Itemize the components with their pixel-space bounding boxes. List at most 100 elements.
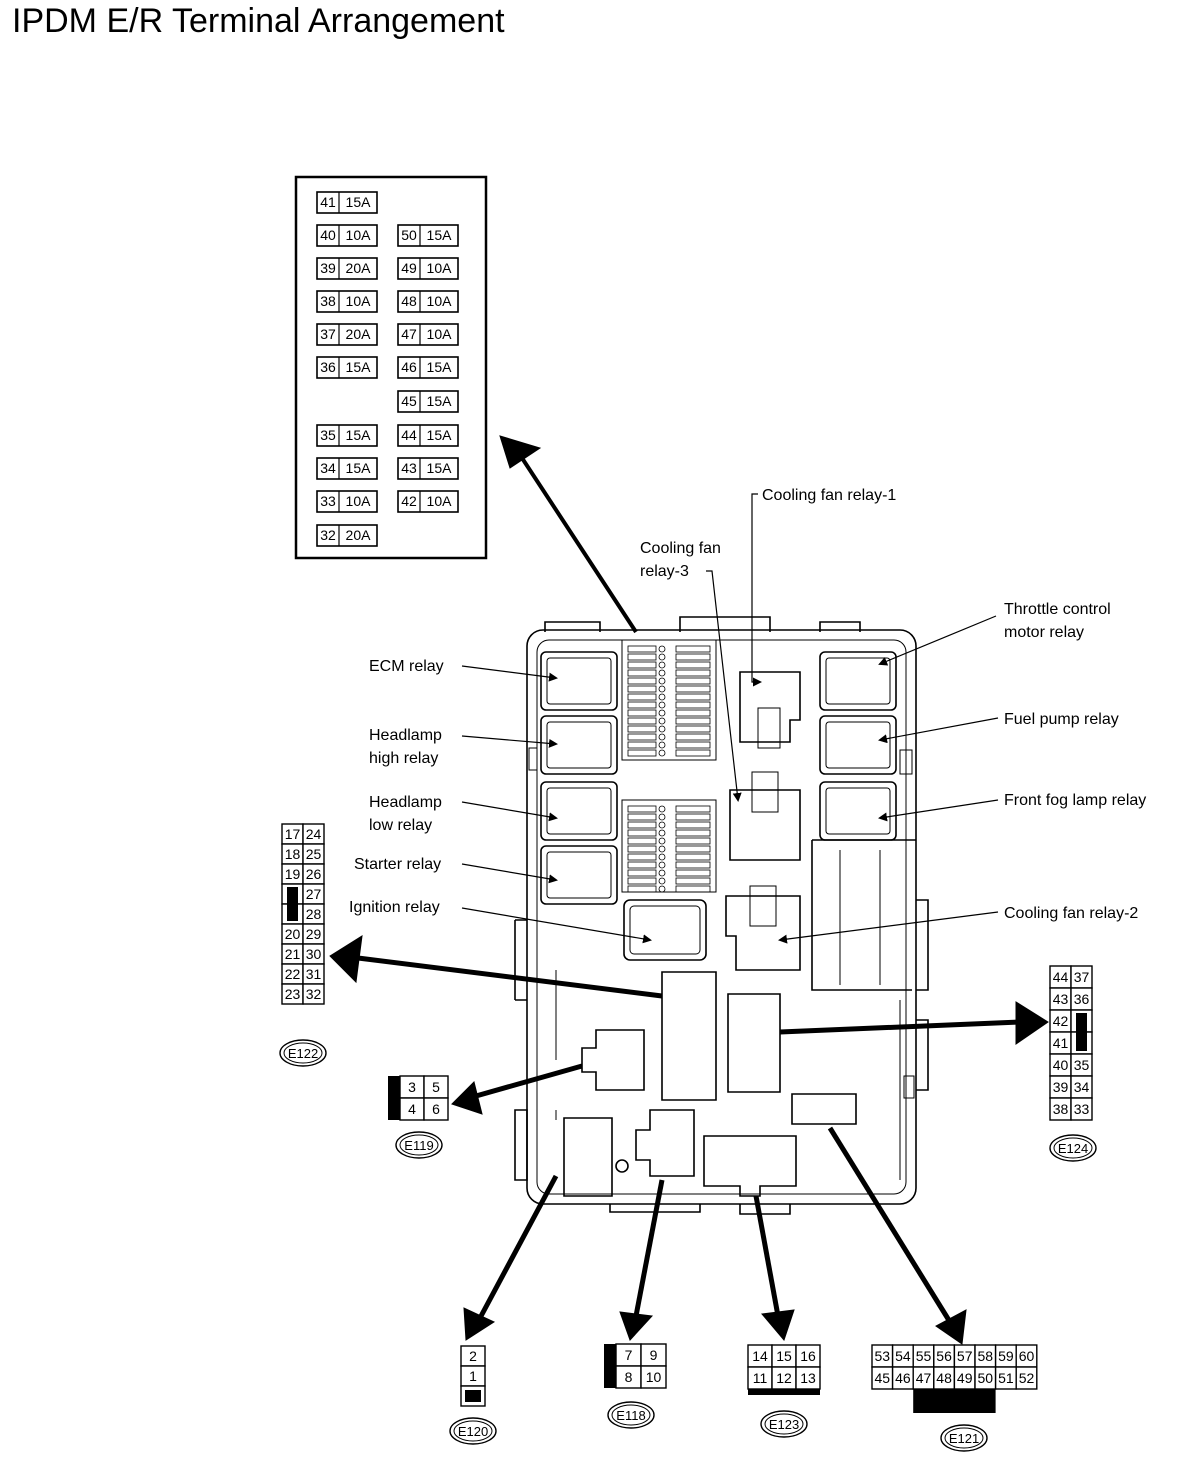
fuse-number: 43 xyxy=(401,460,417,476)
fuse-amperage: 10A xyxy=(346,493,372,509)
pin-number: 15 xyxy=(776,1348,792,1364)
connector-id-badge: E124 xyxy=(1049,1134,1097,1162)
headlamp-low-relay-label-line1: Headlamp xyxy=(369,794,442,811)
fuse-amperage: 10A xyxy=(427,260,453,276)
pin-number: 33 xyxy=(1074,1101,1090,1117)
pin-number: 1 xyxy=(469,1368,477,1384)
pin-number: 13 xyxy=(800,1370,816,1386)
pin-number: 16 xyxy=(800,1348,816,1364)
pin-number: 49 xyxy=(957,1370,973,1386)
relay-icon xyxy=(819,715,897,775)
pin-number: 5 xyxy=(432,1079,440,1095)
relay-icon xyxy=(540,781,618,841)
fuse-amperage: 10A xyxy=(427,293,453,309)
pin-number: 32 xyxy=(306,986,322,1002)
fuse-amperage: 20A xyxy=(346,260,372,276)
pin-number: 42 xyxy=(1053,1013,1069,1029)
fuse-amperage: 15A xyxy=(427,460,453,476)
fuse-amperage: 15A xyxy=(427,359,453,375)
connector-id-badge: E120 xyxy=(449,1417,497,1445)
pin-number: 7 xyxy=(625,1347,633,1363)
pin-number: 21 xyxy=(285,946,301,962)
pin-number: 8 xyxy=(625,1369,633,1385)
pin-number: 50 xyxy=(978,1370,994,1386)
fuse-amperage: 15A xyxy=(346,194,372,210)
pin-number: 60 xyxy=(1019,1348,1035,1364)
fuse-icon: 37 20A xyxy=(316,323,378,346)
pin-number: 59 xyxy=(998,1348,1014,1364)
pin-number: 56 xyxy=(936,1348,952,1364)
connector-id: E124 xyxy=(1058,1141,1088,1156)
fuse-icon: 35 15A xyxy=(316,424,378,447)
fuse-amperage: 15A xyxy=(427,393,453,409)
pin-number: 19 xyxy=(285,866,301,882)
fuse-number: 49 xyxy=(401,260,417,276)
relay-icon xyxy=(819,781,897,841)
connector-id: E118 xyxy=(616,1408,645,1423)
pin-number: 24 xyxy=(306,826,322,842)
connector-id-badge: E123 xyxy=(760,1410,808,1438)
fuse-number: 39 xyxy=(320,260,336,276)
pin-number: 6 xyxy=(432,1101,440,1117)
pin-number: 41 xyxy=(1053,1035,1069,1051)
pin-number: 17 xyxy=(285,826,301,842)
page-title: IPDM E/R Terminal Arrangement xyxy=(12,2,505,40)
ipdm-housing-icon xyxy=(514,616,929,1215)
fuse-number: 50 xyxy=(401,227,417,243)
pointer-arrow-icon xyxy=(329,435,1049,1345)
connector-id: E122 xyxy=(288,1046,318,1061)
pin-number: 52 xyxy=(1019,1370,1035,1386)
fuse-amperage: 15A xyxy=(346,427,372,443)
fuse-number: 40 xyxy=(320,227,336,243)
fuse-number: 37 xyxy=(320,326,336,342)
relay-icon xyxy=(540,845,618,905)
fuse-icon: 43 15A xyxy=(397,457,459,480)
connector-id: E121 xyxy=(949,1431,979,1446)
fuse-amperage: 10A xyxy=(427,493,453,509)
fuse-number: 44 xyxy=(401,427,417,443)
fuse-amperage: 15A xyxy=(427,427,453,443)
fuse-number: 47 xyxy=(401,326,417,342)
fuse-icon: 33 10A xyxy=(316,490,378,513)
connector-id-badge: E121 xyxy=(940,1424,988,1452)
pin-number: 53 xyxy=(875,1348,891,1364)
fuse-amperage: 10A xyxy=(346,293,372,309)
pin-number: 9 xyxy=(650,1347,658,1363)
pin-number: 38 xyxy=(1053,1101,1069,1117)
fuse-amperage: 20A xyxy=(346,326,372,342)
pin-number: 58 xyxy=(978,1348,994,1364)
pin-number: 39 xyxy=(1053,1079,1069,1095)
pin-number: 3 xyxy=(408,1079,416,1095)
fuse-icon: 39 20A xyxy=(316,257,378,280)
headlamp-low-relay-label-line2: low relay xyxy=(369,817,432,834)
front-fog-lamp-relay-label: Front fog lamp relay xyxy=(1004,792,1146,809)
pin-number: 30 xyxy=(306,946,322,962)
connector-id-badge: E119 xyxy=(395,1131,443,1159)
connector-id-badge: E122 xyxy=(279,1039,327,1067)
pin-number: 22 xyxy=(285,966,301,982)
headlamp-high-relay-label-line2: high relay xyxy=(369,750,438,767)
fuse-number: 34 xyxy=(320,460,336,476)
leader-lines xyxy=(461,493,999,944)
pin-number: 40 xyxy=(1053,1057,1069,1073)
relay-labels: Cooling fan relay-1 Cooling fan relay-3 … xyxy=(349,487,1146,922)
pin-number: 27 xyxy=(306,886,322,902)
pin-number: 11 xyxy=(753,1370,768,1386)
fuse-number: 42 xyxy=(401,493,417,509)
fuse-icon: 42 10A xyxy=(397,490,459,513)
fuse-number: 35 xyxy=(320,427,336,443)
cooling-fan-relay-2-label: Cooling fan relay-2 xyxy=(1004,905,1138,922)
fuse-number: 33 xyxy=(320,493,336,509)
connector-id: E119 xyxy=(404,1138,433,1153)
pin-number: 55 xyxy=(916,1348,932,1364)
cooling-fan-relay-3-label-line2: relay-3 xyxy=(640,563,689,580)
